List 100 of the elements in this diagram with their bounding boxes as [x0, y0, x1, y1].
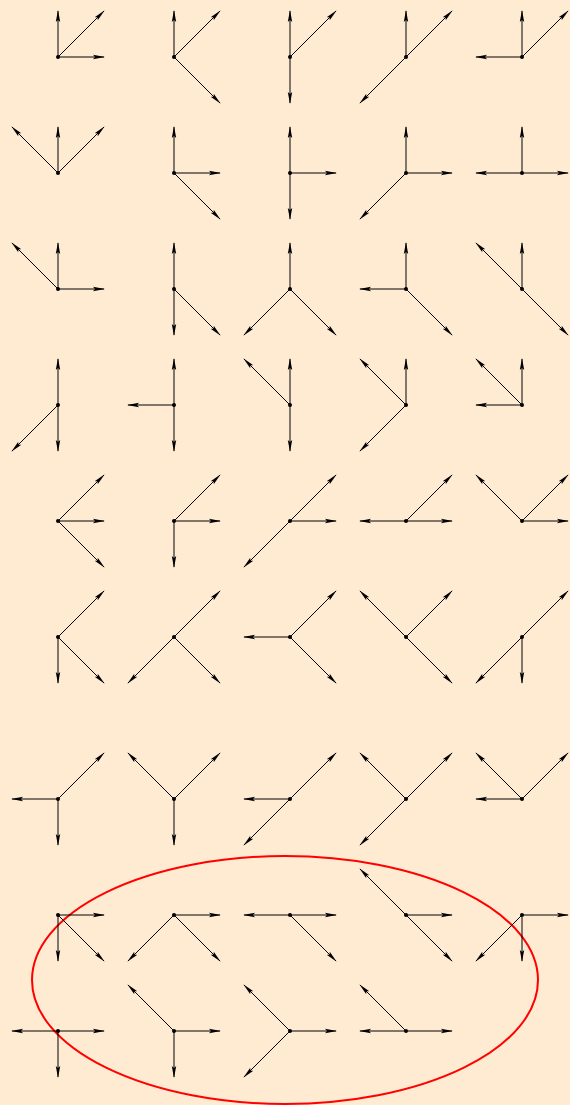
arrow: [287, 404, 293, 452]
arrow: [171, 520, 177, 568]
junction-point: [404, 519, 408, 523]
arrow: [173, 590, 221, 638]
junction-point: [56, 55, 60, 59]
arrow: [127, 636, 175, 684]
junction-point: [288, 403, 292, 407]
junction-point: [520, 519, 524, 523]
junction-point: [288, 287, 292, 291]
arrow: [289, 10, 337, 58]
arrow: [405, 752, 453, 800]
arrow: [57, 914, 105, 962]
junction-point: [520, 55, 524, 59]
arrow: [127, 984, 175, 1032]
junction-point: [56, 403, 60, 407]
arrow: [173, 914, 221, 962]
arrow: [11, 1028, 59, 1034]
arrow: [289, 474, 337, 522]
arrow: [519, 636, 525, 684]
arrow: [359, 286, 407, 292]
arrow: [171, 798, 177, 846]
arrow: [57, 1028, 105, 1034]
arrow: [11, 404, 59, 452]
arrow: [359, 518, 407, 524]
junction-point: [288, 55, 292, 59]
junction-point: [520, 635, 524, 639]
arrow: [243, 520, 291, 568]
arrow: [243, 288, 291, 336]
arrow: [287, 358, 293, 406]
arrow: [405, 914, 453, 962]
junction-point: [404, 287, 408, 291]
arrow: [521, 590, 569, 638]
arrow: [55, 358, 61, 406]
arrow: [57, 286, 105, 292]
junction-point: [404, 635, 408, 639]
junction-point: [520, 403, 524, 407]
arrow: [359, 984, 407, 1032]
arrow: [475, 170, 523, 176]
arrow: [519, 358, 525, 406]
arrow: [475, 402, 523, 408]
arrow: [57, 474, 105, 522]
arrow: [359, 1028, 407, 1034]
arrow: [173, 518, 221, 524]
arrow: [521, 10, 569, 58]
junction-point: [404, 913, 408, 917]
arrow: [171, 242, 177, 290]
arrow: [475, 358, 523, 406]
junction-point: [520, 797, 524, 801]
arrow: [55, 404, 61, 452]
arrow: [405, 636, 453, 684]
junction-point: [56, 635, 60, 639]
arrow: [359, 56, 407, 104]
arrow: [57, 126, 105, 174]
arrow: [359, 798, 407, 846]
arrow: [405, 10, 453, 58]
arrow: [289, 590, 337, 638]
arrow: [57, 912, 105, 918]
arrow: [243, 634, 291, 640]
arrow: [289, 288, 337, 336]
arrow: [359, 752, 407, 800]
arrow: [173, 752, 221, 800]
arrow: [405, 170, 453, 176]
arrow: [55, 10, 61, 58]
arrow: [243, 358, 291, 406]
junction-point: [404, 1029, 408, 1033]
arrow: [289, 636, 337, 684]
arrow: [173, 10, 221, 58]
arrow: [173, 170, 221, 176]
arrow: [359, 404, 407, 452]
arrow: [127, 752, 175, 800]
arrow: [359, 358, 407, 406]
junction-point: [172, 287, 176, 291]
arrow: [243, 912, 291, 918]
arrow: [55, 126, 61, 174]
arrow: [475, 474, 523, 522]
arrow: [173, 288, 221, 336]
arrow: [55, 242, 61, 290]
arrow: [171, 1030, 177, 1078]
arrow: [173, 56, 221, 104]
junction-point: [404, 797, 408, 801]
arrow: [171, 126, 177, 174]
junction-point: [288, 913, 292, 917]
arrow: [11, 242, 59, 290]
arrow: [403, 358, 409, 406]
arrow: [521, 912, 569, 918]
junction-point: [520, 171, 524, 175]
arrow: [127, 914, 175, 962]
arrow: [289, 914, 337, 962]
arrow: [403, 126, 409, 174]
junction-point: [404, 55, 408, 59]
arrow: [173, 474, 221, 522]
arrow: [359, 590, 407, 638]
arrow: [289, 170, 337, 176]
junction-point: [172, 635, 176, 639]
junction-point: [520, 913, 524, 917]
arrow: [289, 912, 337, 918]
junction-point: [404, 171, 408, 175]
arrow: [359, 868, 407, 916]
arrow: [519, 242, 525, 290]
arrow: [521, 752, 569, 800]
